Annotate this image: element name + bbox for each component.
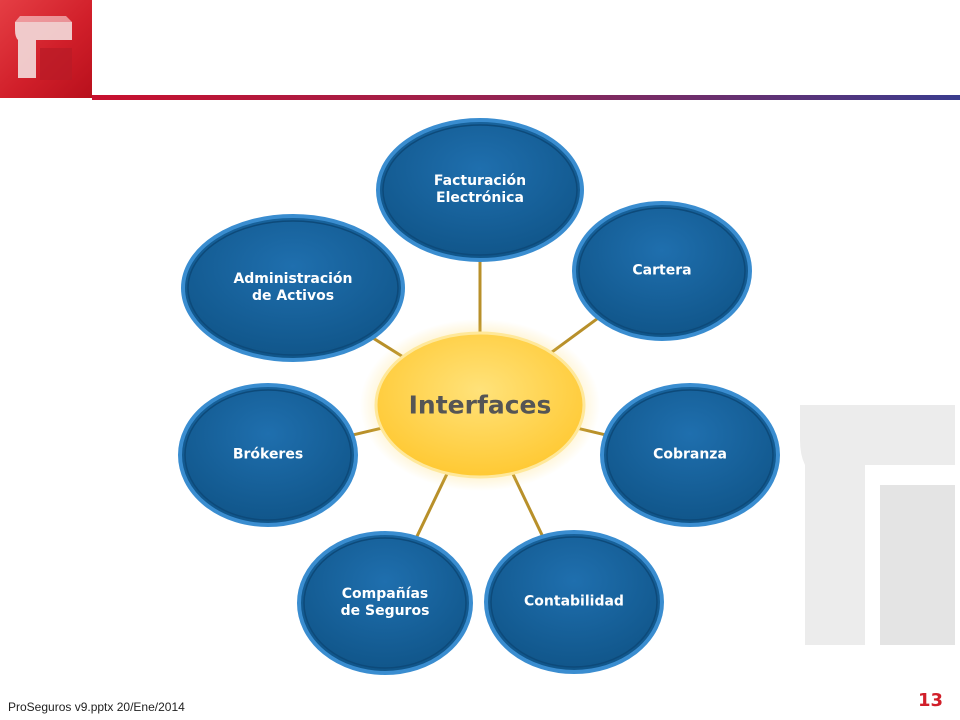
- node-label-facturacion: Facturación Electrónica: [433, 173, 527, 206]
- satellite-nodes: [178, 118, 780, 675]
- brand-logo: [0, 0, 92, 98]
- watermark-logo-icon: [800, 405, 955, 645]
- footer-file-label: ProSeguros v9.pptx 20/Ene/2014: [8, 700, 185, 714]
- node-cobranza: [600, 383, 780, 527]
- node-companias: [297, 531, 473, 675]
- node-inner-ring-cartera: [578, 207, 746, 335]
- node-label-brokeres: Brókeres: [232, 446, 304, 463]
- center-label: Interfaces: [408, 390, 552, 420]
- node-inner-ring-contabilidad: [490, 536, 658, 668]
- node-brokeres: [178, 383, 358, 527]
- node-cartera: [572, 201, 752, 341]
- node-label-companias: Compañías de Seguros: [340, 586, 430, 619]
- node-inner-ring-brokeres: [184, 389, 352, 521]
- node-contabilidad: [484, 530, 664, 674]
- center-node: [360, 319, 600, 491]
- node-inner-ring-cobranza: [606, 389, 774, 521]
- node-inner-ring-activos: [187, 220, 399, 356]
- node-label-activos: Administración de Activos: [233, 271, 353, 304]
- node-label-contabilidad: Contabilidad: [524, 593, 624, 610]
- node-label-cobranza: Cobranza: [653, 446, 727, 463]
- node-inner-ring-companias: [303, 537, 467, 669]
- brand-logo-icon: [15, 16, 72, 80]
- node-facturacion: [376, 118, 584, 262]
- page-number: 13: [918, 690, 944, 711]
- header-divider: [92, 95, 960, 100]
- node-label-cartera: Cartera: [632, 262, 692, 279]
- node-inner-ring-facturacion: [382, 124, 578, 256]
- center-ellipse: [374, 331, 586, 479]
- node-activos: [181, 214, 405, 362]
